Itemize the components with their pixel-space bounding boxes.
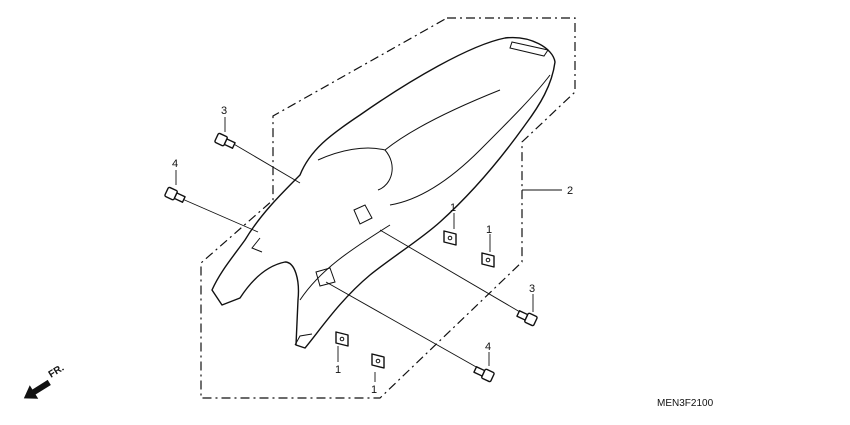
clip-nut-1a — [443, 230, 457, 246]
leader-3a — [231, 142, 301, 184]
callout-2: 2 — [567, 185, 573, 197]
callout-3a: 3 — [221, 105, 227, 117]
callout-1a: 1 — [450, 202, 456, 214]
callout-3b: 3 — [529, 283, 535, 295]
callout-1d: 1 — [371, 384, 377, 396]
callout-4a: 4 — [172, 158, 178, 170]
front-direction-arrow-icon — [23, 379, 51, 399]
bolt-3-upper — [214, 132, 236, 149]
callout-1c: 1 — [335, 364, 341, 376]
clip-nut-1b — [481, 252, 495, 268]
leader-4b — [325, 281, 479, 369]
bolt-4-lower — [473, 366, 495, 383]
clip-nut-1d — [371, 353, 385, 369]
callout-1b: 1 — [486, 224, 492, 236]
bolt-4-upper — [164, 186, 186, 203]
diagram-code: MEN3F2100 — [657, 398, 714, 409]
leader-4a — [179, 197, 259, 233]
rear-fender — [211, 36, 556, 349]
clip-nut-1c — [335, 331, 349, 347]
direction-label: FR. — [47, 363, 67, 381]
leader-3b — [379, 229, 521, 313]
assembly-boundary — [200, 17, 576, 399]
callout-4b: 4 — [485, 341, 491, 353]
bolt-3-lower — [516, 310, 538, 327]
